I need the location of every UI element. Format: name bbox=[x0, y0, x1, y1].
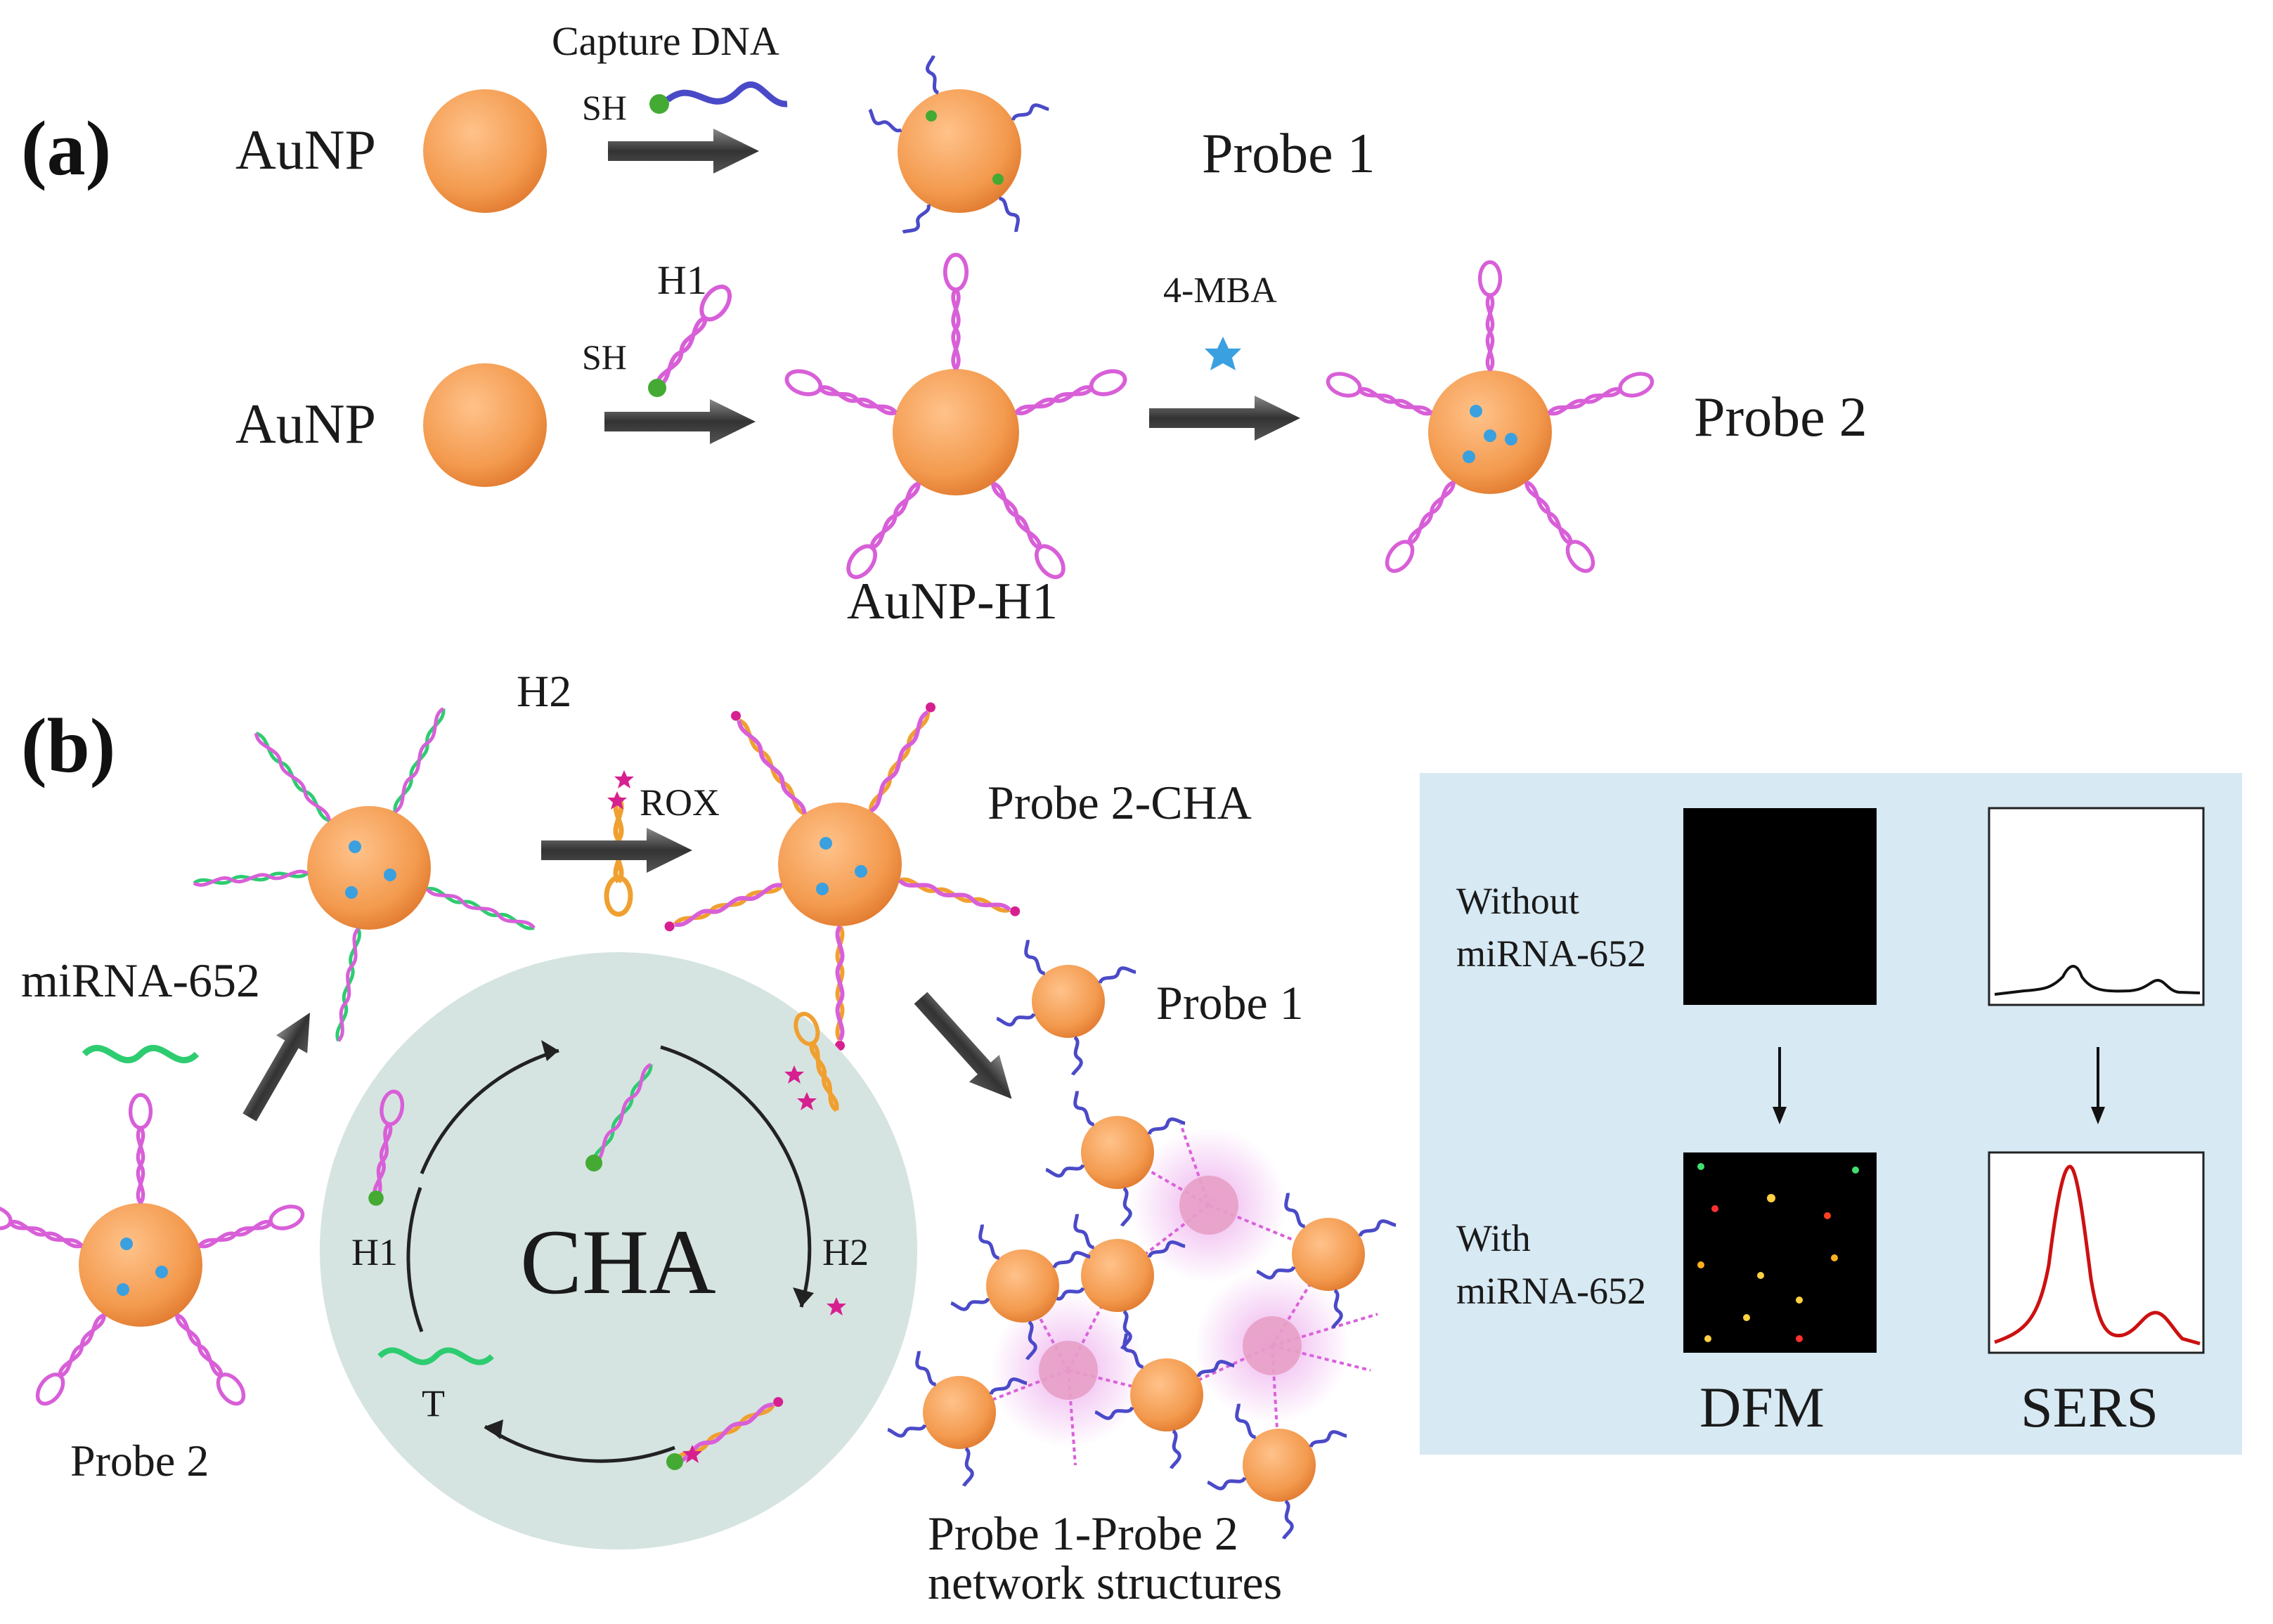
dfm-label: DFM bbox=[1699, 1375, 1825, 1439]
dfm-down-arrowhead bbox=[1773, 1107, 1787, 1124]
panel-a-label: (a) bbox=[21, 105, 111, 191]
sers-without-curve bbox=[1994, 965, 2201, 996]
cha-title: CHA bbox=[520, 1210, 716, 1313]
row2-arrow-1 bbox=[604, 399, 756, 444]
h1-thiol-anchor bbox=[648, 379, 666, 397]
cha-cycle-arrows bbox=[406, 1045, 812, 1463]
capture-dna-strand bbox=[666, 81, 788, 108]
readout-panel: Without miRNA-652 With miRNA-652 D bbox=[1420, 773, 2242, 1455]
h1-label-a: H1 bbox=[657, 257, 707, 303]
dfm-without-image bbox=[1683, 808, 1877, 1005]
row1-reactant-label: AuNP bbox=[235, 119, 376, 181]
cycle-target-strand bbox=[377, 1347, 494, 1365]
row1-gold-nanoparticle bbox=[423, 89, 547, 213]
cha-arrowhead-1 bbox=[541, 1040, 559, 1061]
rox-label: ROX bbox=[640, 781, 720, 824]
dfm-with-image bbox=[1683, 1152, 1877, 1353]
network-arrow bbox=[905, 984, 1027, 1113]
cha-arrowhead-3 bbox=[485, 1420, 503, 1439]
panel-b-label: (b) bbox=[21, 703, 115, 788]
cycle-h1-hairpin bbox=[365, 1090, 405, 1206]
cha-h2-label: H2 bbox=[822, 1231, 869, 1273]
sers-with-curve bbox=[1994, 1164, 2201, 1346]
row1-arrow bbox=[608, 129, 759, 174]
dfm-spots bbox=[1697, 1163, 1859, 1342]
h2-hairpin bbox=[604, 795, 633, 917]
mirna-strand bbox=[82, 1044, 200, 1064]
network-label-line2: network structures bbox=[928, 1556, 1282, 1609]
with-label-line1: With bbox=[1456, 1217, 1531, 1259]
without-label-line1: Without bbox=[1456, 880, 1579, 922]
probe1-label-b: Probe 1 bbox=[1156, 976, 1304, 1029]
aunp-h1-label: AuNP-H1 bbox=[847, 573, 1058, 630]
probe2-label-b: Probe 2 bbox=[70, 1436, 209, 1486]
sers-without-plot bbox=[1988, 807, 2205, 1006]
row2-thiol-label: SH bbox=[582, 337, 627, 377]
with-label-line2: miRNA-652 bbox=[1456, 1270, 1646, 1312]
probe1-label-a: Probe 1 bbox=[1202, 123, 1375, 185]
mirna-label: miRNA-652 bbox=[21, 954, 260, 1007]
capture-dna-label: Capture DNA bbox=[552, 18, 779, 64]
probe2-label-a: Probe 2 bbox=[1694, 386, 1867, 448]
up-arrow bbox=[233, 1003, 326, 1126]
network-structure bbox=[888, 1091, 1396, 1539]
cycle-h2-hairpin bbox=[794, 1011, 839, 1112]
cha-arrowhead-2 bbox=[793, 1287, 814, 1307]
probe2-mirna-complex bbox=[194, 708, 535, 1041]
cycle-rox-3 bbox=[682, 1445, 702, 1463]
probe2-particle-a bbox=[1325, 262, 1654, 576]
row1-thiol-label: SH bbox=[582, 88, 627, 127]
probe2-cha-label: Probe 2-CHA bbox=[987, 776, 1252, 829]
sers-down-arrowhead bbox=[2091, 1107, 2105, 1124]
cycle-rox-1 bbox=[784, 1065, 804, 1084]
sers-label: SERS bbox=[2021, 1375, 2158, 1439]
cycle-bottom-duplex bbox=[666, 1392, 787, 1470]
aunp-h1-particle bbox=[784, 255, 1128, 583]
row2-arrow-2 bbox=[1149, 396, 1300, 441]
mba-molecule-icon bbox=[1205, 337, 1241, 370]
cha-h1-label: H1 bbox=[351, 1231, 398, 1273]
probe2-particle-b bbox=[0, 1095, 306, 1408]
cha-t-label: T bbox=[422, 1382, 445, 1424]
network-label-line1: Probe 1-Probe 2 bbox=[928, 1507, 1238, 1560]
h2-label-b: H2 bbox=[517, 666, 571, 716]
row2-gold-nanoparticle bbox=[423, 363, 547, 487]
cycle-rox-2 bbox=[797, 1092, 817, 1110]
probe1-particle-b bbox=[997, 940, 1136, 1075]
row2-reactant-label: AuNP bbox=[235, 394, 376, 455]
cycle-rox-4 bbox=[827, 1297, 846, 1316]
without-label-line2: miRNA-652 bbox=[1456, 933, 1646, 975]
rox-dye-icon bbox=[607, 770, 634, 810]
cycle-top-duplex bbox=[585, 1060, 659, 1171]
probe1-particle bbox=[866, 56, 1049, 237]
mba-label: 4-MBA bbox=[1163, 271, 1277, 311]
probe2-cha-particle bbox=[663, 701, 1021, 1051]
thiol-anchor bbox=[649, 94, 669, 114]
